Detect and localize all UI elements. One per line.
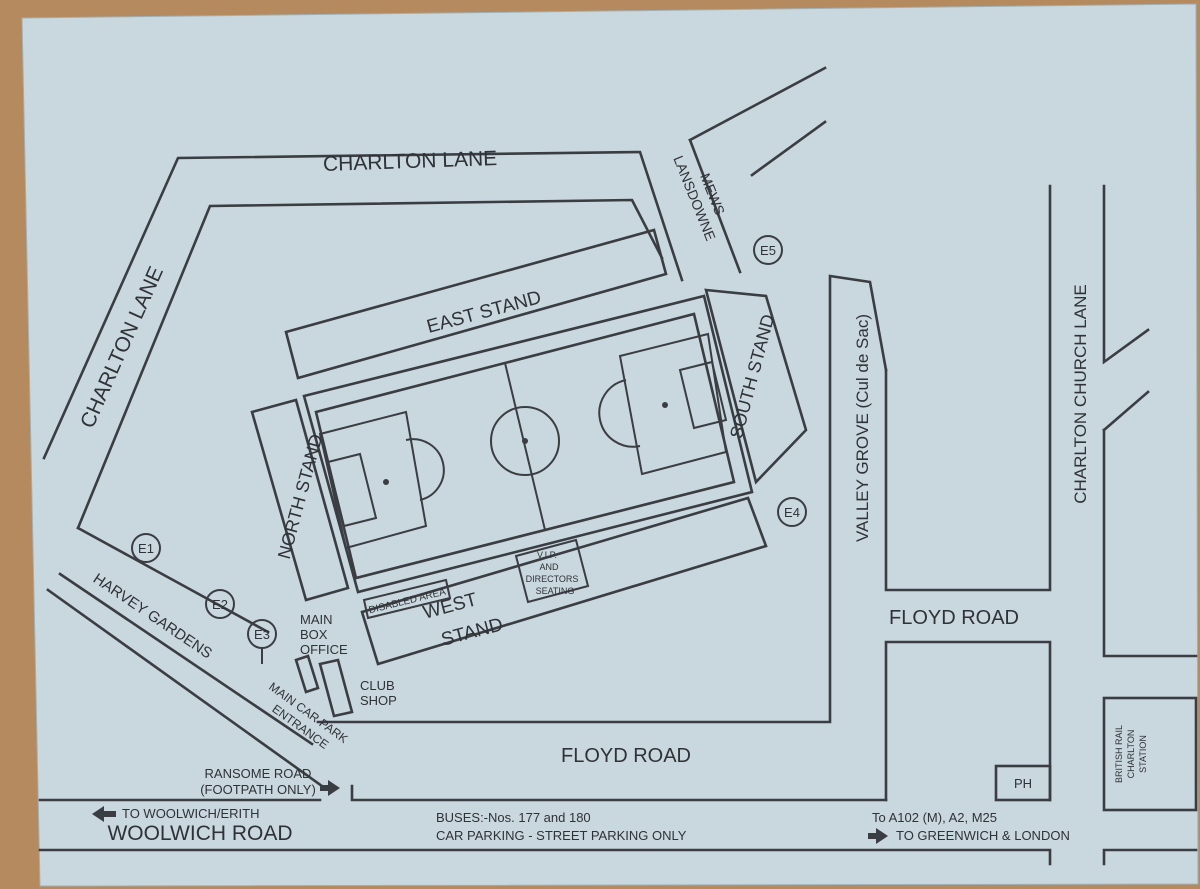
road-lines: [38, 66, 1198, 866]
box-office-label: OFFICE: [300, 642, 348, 657]
entrance-e2: E2: [205, 589, 235, 619]
north-stand-block: [250, 398, 350, 602]
club-shop-label: CLUB: [360, 678, 395, 693]
box-office-label: MAIN: [300, 612, 333, 627]
info-text: TO WOOLWICH/ERITH BUSES:-Nos. 177 and 18…: [122, 806, 1070, 843]
station-label: CHARLTON: [1126, 730, 1136, 779]
vip-box: [514, 538, 590, 604]
direction-greenwich: TO GREENWICH & LONDON: [896, 828, 1070, 843]
arrow-left-icon: [92, 806, 116, 822]
svg-text:E2: E2: [212, 597, 228, 612]
ticket-paper: [21, 3, 1199, 887]
road-charlton-church-lane: CHARLTON CHURCH LANE: [1071, 284, 1090, 503]
road-ransome-footpath: (FOOTPATH ONLY): [200, 782, 316, 797]
club-shop-label: SHOP: [360, 693, 397, 708]
direction-arrows: [92, 780, 888, 844]
vip-label: DIRECTORS: [526, 574, 579, 584]
road-ransome-road: RANSOME ROAD: [205, 766, 312, 781]
entrance-markers: E1 E2 E3 E4 E5: [131, 235, 807, 664]
vip-label: V.I.P.: [537, 550, 557, 560]
svg-text:E3: E3: [254, 627, 270, 642]
disabled-area-box: [362, 578, 452, 620]
road-woolwich-road: WOOLWICH ROAD: [107, 822, 292, 845]
entrance-e1: E1: [131, 533, 161, 563]
svg-text:E4: E4: [784, 505, 800, 520]
road-floyd-road-bottom: FLOYD ROAD: [561, 745, 691, 767]
parking-info: CAR PARKING - STREET PARKING ONLY: [436, 828, 687, 843]
entrance-e3: E3: [247, 619, 277, 664]
vip-label: SEATING: [536, 586, 575, 596]
entrance-e5: E5: [753, 235, 783, 265]
south-stand-block: [704, 288, 808, 485]
road-floyd-road-right: FLOYD ROAD: [889, 607, 1019, 629]
station-label: STATION: [1138, 735, 1148, 773]
east-stand-block: [284, 228, 668, 380]
buses-info: BUSES:-Nos. 177 and 180: [436, 810, 591, 825]
direction-woolwich: TO WOOLWICH/ERITH: [122, 806, 259, 821]
arrow-right-icon: [320, 780, 340, 796]
station-label: BRITISH RAIL: [1114, 725, 1124, 783]
west-stand-block: [360, 496, 768, 666]
box-office-label: BOX: [300, 627, 328, 642]
road-valley-grove: VALLEY GROVE (Cul de Sac): [853, 314, 872, 542]
svg-text:E5: E5: [760, 243, 776, 258]
entrance-e4: E4: [777, 497, 807, 527]
pub-label: PH: [1014, 776, 1032, 791]
direction-a102: To A102 (M), A2, M25: [872, 810, 997, 825]
svg-text:E1: E1: [138, 541, 154, 556]
stadium: [250, 228, 808, 718]
arrow-right-icon: [868, 828, 888, 844]
vip-label: AND: [539, 562, 559, 572]
